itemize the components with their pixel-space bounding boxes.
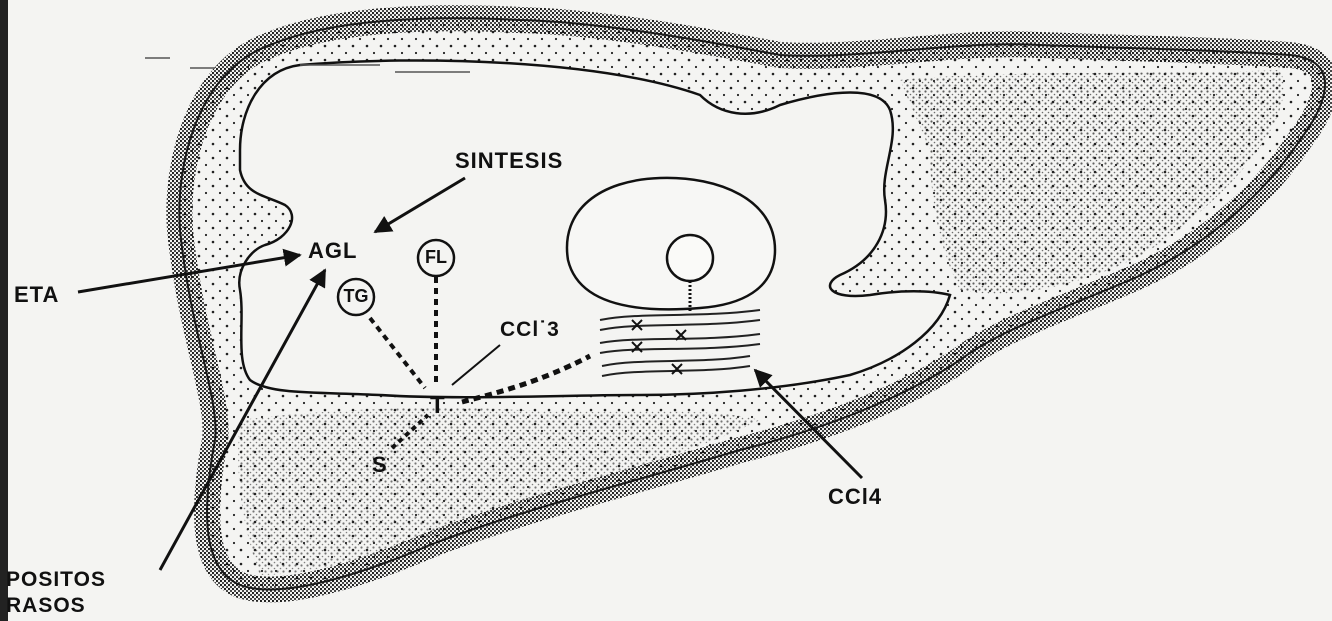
nucleolus: [667, 235, 713, 281]
eta-label: ETA: [14, 282, 59, 308]
left-edge-shadow: [0, 0, 8, 621]
tg-label: TG: [336, 286, 376, 307]
ccl3-label: CCl˙3: [500, 318, 560, 342]
depositos-label-line2: RASOS: [6, 594, 86, 618]
fl-label: FL: [416, 247, 456, 268]
sintesis-label: SINTESIS: [455, 148, 563, 174]
bottom-lobe-shading: [238, 408, 760, 575]
agl-label: AGL: [308, 238, 357, 264]
s-label: S: [372, 452, 388, 478]
depositos-label-line1: POSITOS: [6, 568, 106, 592]
right-lobe-shading: [900, 70, 1284, 294]
ccl4-label: CCl4: [828, 484, 882, 510]
t-label: T: [430, 392, 446, 420]
